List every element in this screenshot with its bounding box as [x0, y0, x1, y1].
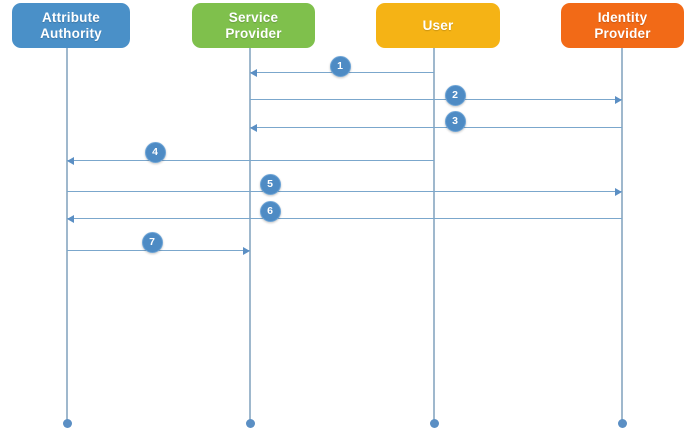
actor-box-service-provider[interactable]: Service Provider [192, 3, 315, 48]
lifeline-service-provider [249, 48, 251, 423]
lifeline-end-dot-service-provider [245, 419, 255, 428]
actor-label-user: User [422, 17, 454, 33]
actor-box-identity-provider[interactable]: Identity Provider [561, 3, 684, 48]
lifeline-attribute-authority [66, 48, 68, 423]
lifeline-end-dot-user [429, 419, 439, 428]
arrow-head-1 [250, 68, 257, 77]
actor-box-attribute-authority[interactable]: Attribute Authority [12, 3, 130, 48]
lifeline-identity-provider [621, 48, 623, 423]
arrow-head-2 [615, 95, 622, 104]
message-line-2 [250, 99, 622, 100]
message-line-3 [250, 127, 622, 128]
arrow-head-5 [615, 187, 622, 196]
step-badge-7[interactable]: 7 [141, 231, 163, 253]
arrow-head-3 [250, 123, 257, 132]
actor-label-identity-provider: Identity Provider [594, 9, 651, 41]
arrow-head-4 [67, 156, 74, 165]
step-badge-5[interactable]: 5 [259, 173, 281, 195]
arrow-head-7 [243, 246, 250, 255]
step-badge-2[interactable]: 2 [444, 84, 466, 106]
message-line-6 [67, 218, 622, 219]
step-badge-4[interactable]: 4 [144, 141, 166, 163]
arrow-head-6 [67, 214, 74, 223]
step-badge-1[interactable]: 1 [329, 55, 351, 77]
actor-label-attribute-authority: Attribute Authority [40, 9, 102, 41]
message-line-5 [67, 191, 622, 192]
lifeline-end-dot-identity-provider [617, 419, 627, 428]
step-badge-3[interactable]: 3 [444, 110, 466, 132]
actor-label-service-provider: Service Provider [225, 9, 282, 41]
message-line-4 [67, 160, 434, 161]
step-badge-6[interactable]: 6 [259, 200, 281, 222]
lifeline-end-dot-attribute-authority [62, 419, 72, 428]
actor-box-user[interactable]: User [376, 3, 500, 48]
lifeline-user [433, 48, 435, 423]
